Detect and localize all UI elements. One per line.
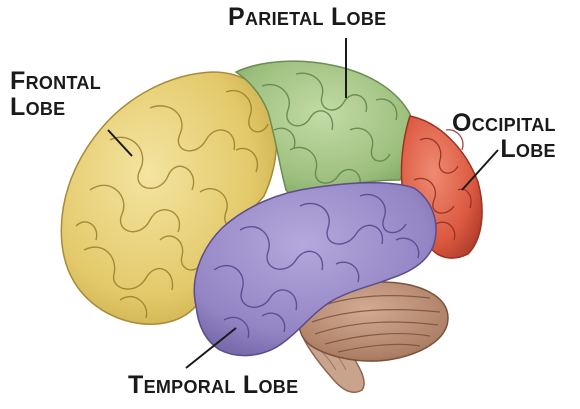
- frontal-lobe-label-line1: Frontal: [10, 68, 101, 94]
- occipital-lobe-label-line2: Lobe: [452, 136, 556, 162]
- frontal-lobe-label-line2: Lobe: [10, 94, 101, 120]
- parietal-lobe-label: Parietal Lobe: [228, 4, 386, 30]
- temporal-lobe-label: Temporal Lobe: [128, 372, 298, 398]
- frontal-lobe-label: Frontal Lobe: [10, 68, 101, 121]
- occipital-lobe-label-line1: Occipital: [452, 110, 556, 136]
- occipital-lobe-label: Occipital Lobe: [452, 110, 556, 163]
- parietal-lobe-label-text: Parietal Lobe: [228, 4, 386, 30]
- temporal-lobe-label-text: Temporal Lobe: [128, 372, 298, 398]
